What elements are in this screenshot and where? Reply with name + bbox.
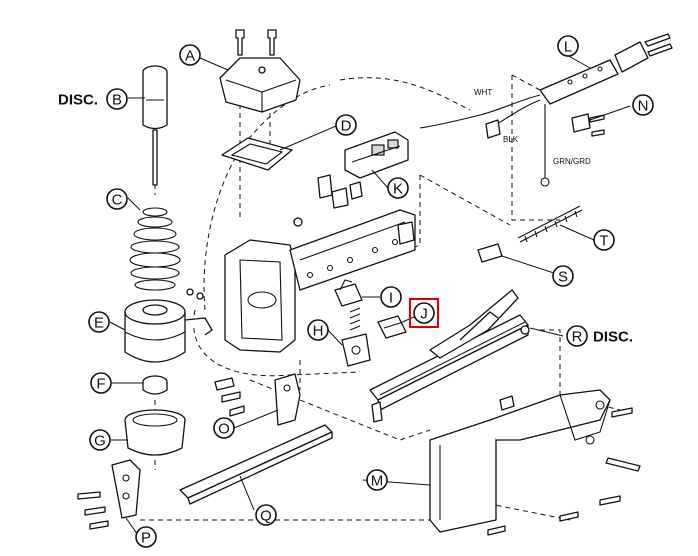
svg-text:F: F [96,376,105,393]
callout-e: E [88,311,110,333]
callout-a: A [179,44,201,66]
part-b-plunger [142,65,168,186]
part-a-top-cap [219,29,301,113]
svg-text:P: P [141,530,151,547]
part-h-actuator [341,307,371,367]
callout-l: L [557,35,579,57]
wire-label-black: BLK [503,135,519,144]
callout-n: N [632,94,654,116]
callout-b: B [106,88,128,110]
wire-label-white: WHT [474,88,492,97]
callout-d: D [335,114,357,136]
part-q-bar [179,424,333,505]
svg-text:J: J [420,306,428,323]
callout-g: G [89,429,111,451]
callout-f: F [90,372,112,394]
callout-k: K [387,177,409,199]
part-g-cup [124,409,186,456]
svg-text:R: R [572,329,583,346]
svg-text:D: D [341,118,352,135]
svg-text:S: S [558,269,568,286]
part-o-bracket [214,373,301,426]
callout-p: P [135,526,157,548]
part-t-spring-rod [517,205,583,243]
disc-label-r: DISC. [593,329,633,346]
disc-label-b: DISC. [58,92,98,109]
svg-text:G: G [94,433,106,450]
part-j-latch [377,315,407,339]
callout-j-highlight-box [409,298,439,328]
svg-text:N: N [638,98,649,115]
callout-t: T [593,229,615,251]
part-i-switch [334,279,363,307]
callout-i: I [380,286,402,308]
part-f-washer [142,375,168,395]
svg-text:O: O [218,421,230,438]
main-housing [224,209,416,353]
svg-text:C: C [112,192,123,209]
svg-text:M: M [371,473,384,490]
svg-text:H: H [313,323,324,340]
callout-s: S [552,265,574,287]
svg-text:I: I [389,290,393,307]
callout-r: R [566,325,588,347]
callout-c: C [106,188,128,210]
part-k-circuit-board [317,131,409,209]
part-s-block [477,243,503,263]
callout-j: J [409,298,439,328]
svg-text:L: L [564,39,572,56]
svg-text:A: A [185,48,195,65]
svg-text:K: K [393,181,403,198]
svg-text:B: B [112,92,122,109]
part-r-magazine [369,289,530,423]
callout-o: O [213,417,235,439]
part-c-spring [129,207,181,291]
wire-label-ground: GRN/GRD [553,157,591,166]
callout-h: H [307,319,329,341]
part-e-coil [124,288,213,363]
svg-text:T: T [599,233,608,250]
part-d-gasket [221,137,293,171]
part-l-power-cord [419,33,673,187]
callout-m: M [366,469,388,491]
part-m-handle-frame [429,389,641,536]
part-p-bracket [77,459,141,530]
svg-text:E: E [94,315,104,332]
svg-text:Q: Q [260,508,272,525]
callout-q: Q [255,504,277,526]
